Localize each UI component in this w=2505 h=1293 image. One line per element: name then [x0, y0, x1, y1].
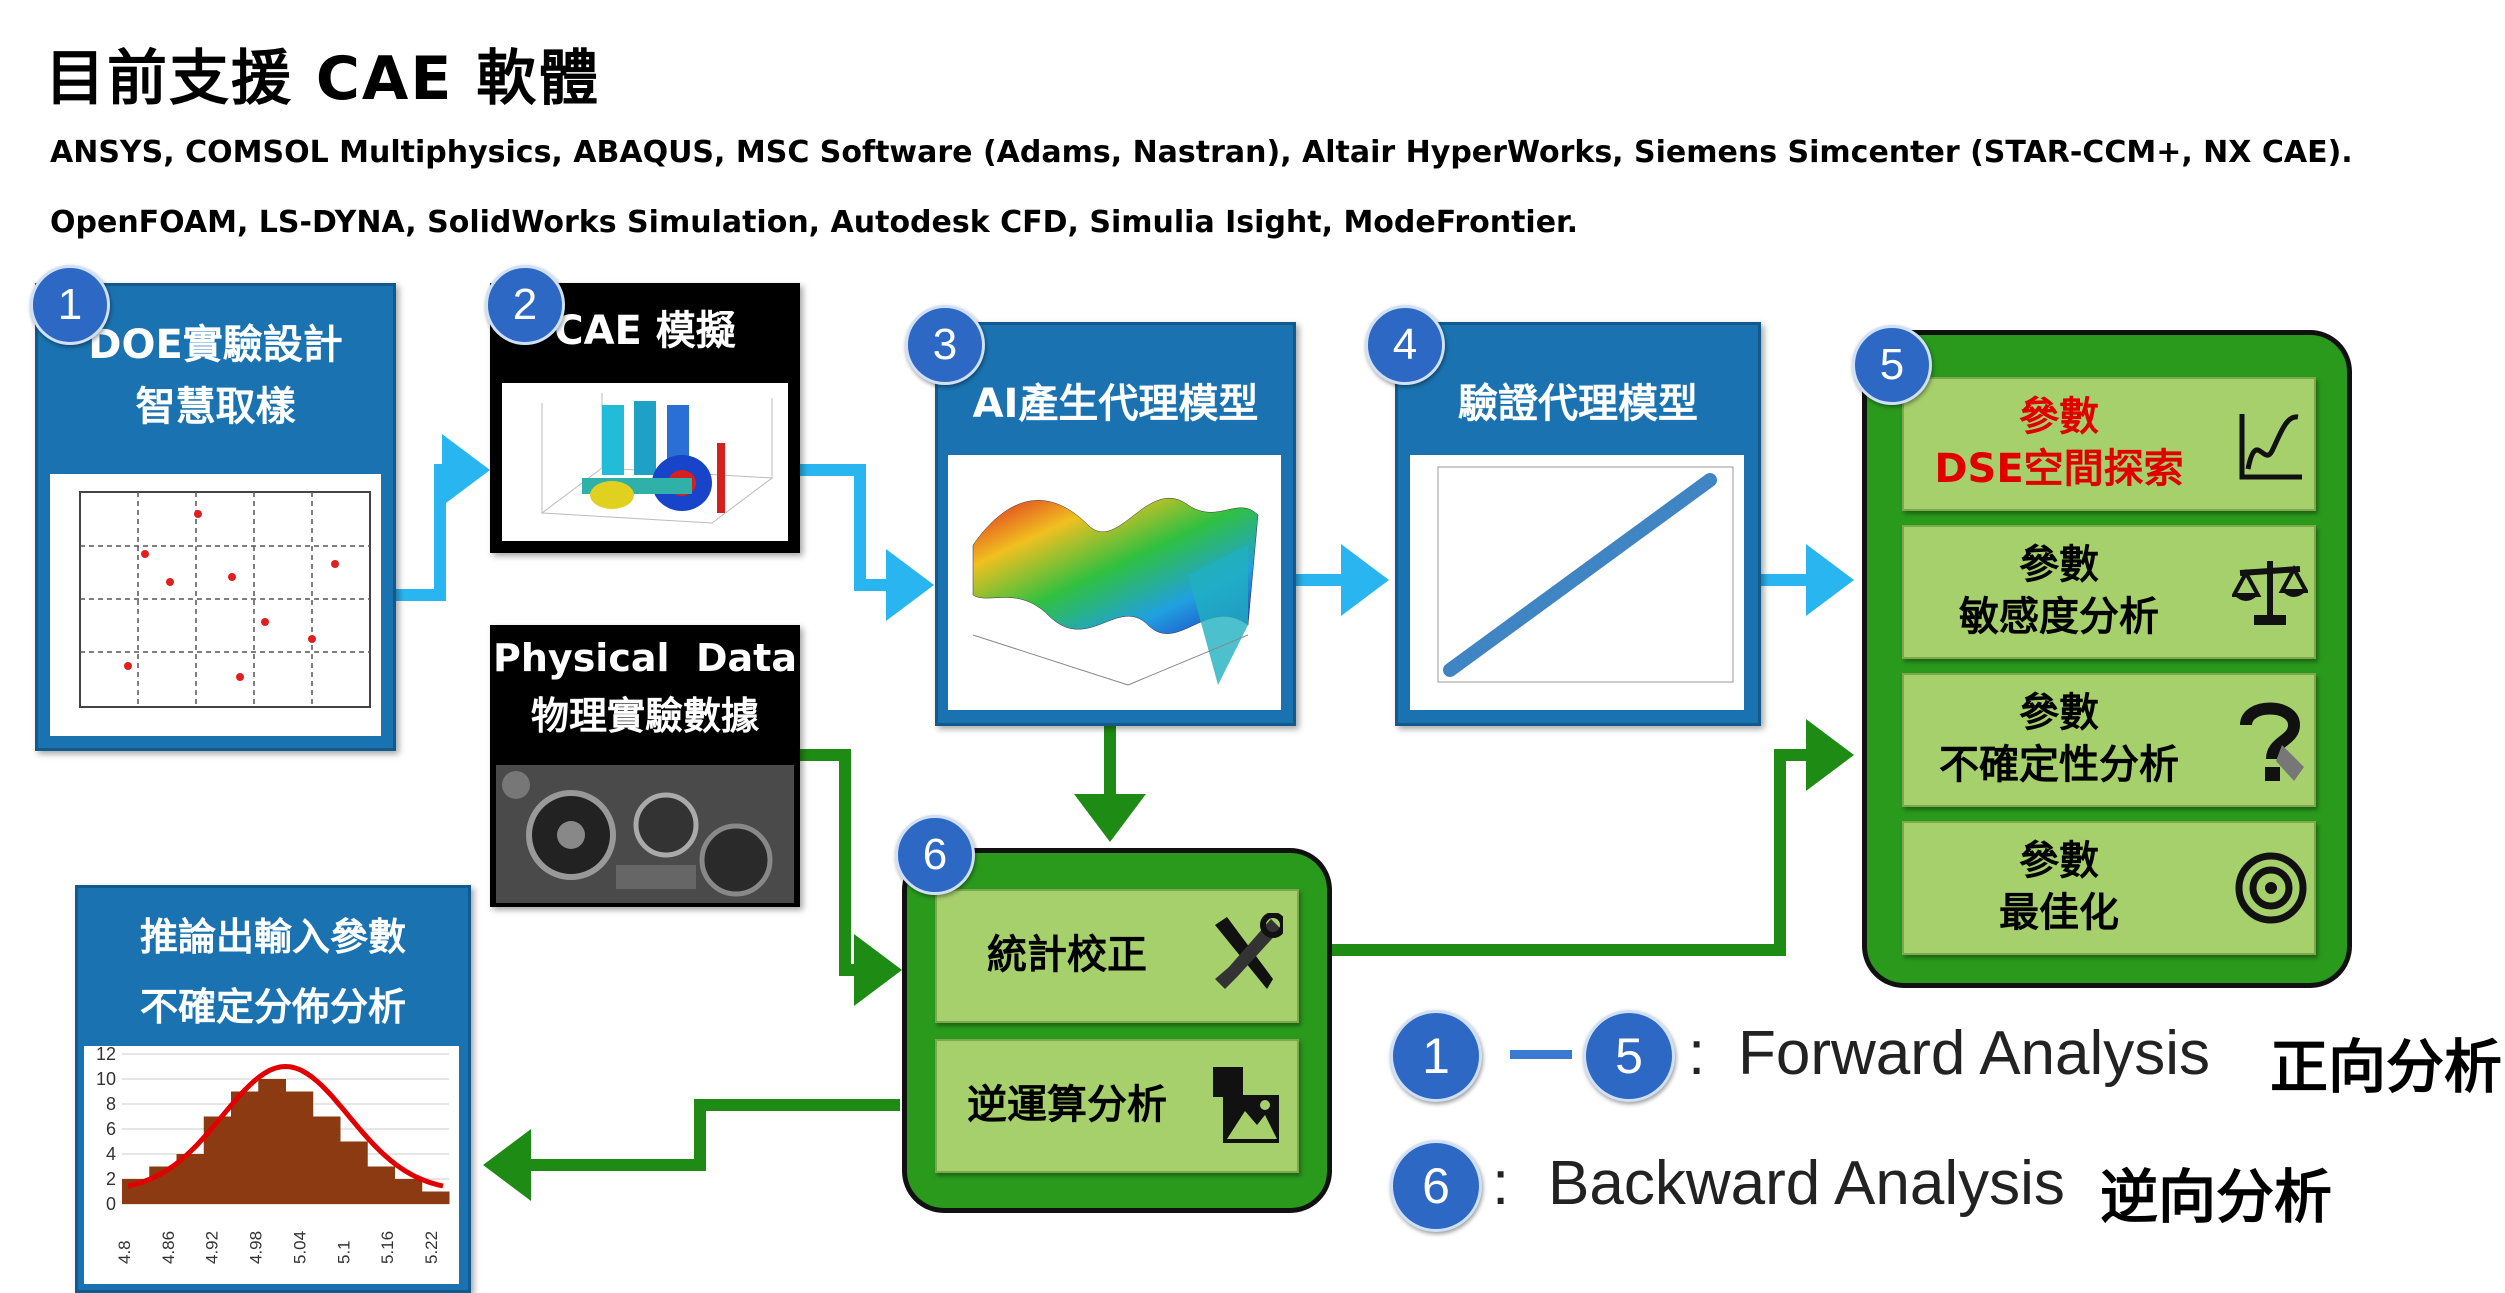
legend-backward-chinese: 逆向分析 — [2100, 1163, 2333, 1231]
histogram-y-tick: 2 — [106, 1169, 116, 1189]
histogram-y-tick: 0 — [106, 1194, 116, 1214]
step6-item2-label: 逆運算分析 — [967, 1082, 1167, 1128]
histogram-y-tick: 6 — [106, 1119, 116, 1139]
step4-validation-box: 驗證代理模型 — [1395, 322, 1761, 726]
step5-number-badge: 5 — [1852, 325, 1932, 405]
arrow-1-to-2 — [385, 434, 490, 601]
shapes-icon — [1213, 1067, 1279, 1143]
step2-label: CAE 模擬 — [554, 308, 736, 354]
physical-line1: Physical Data — [493, 636, 797, 680]
step6-item-calibration: 統計校正 — [935, 889, 1299, 1023]
validation-scatter-image — [1410, 455, 1744, 710]
step5-item1-line1: 參數 — [2019, 394, 2099, 440]
histogram-chart: 12 10 8 6 4 2 0 4.8 4.86 4.92 4.98 5.04 5.1 5.16 5.22 — [84, 1046, 459, 1284]
legend-backward-badge: 6 — [1390, 1140, 1482, 1232]
histogram-bar — [394, 1179, 423, 1204]
legend-forward-chinese: 正向分析 — [2270, 1033, 2503, 1101]
step5-item4-line2: 最佳化 — [1999, 890, 2119, 936]
histogram-x-tick: 4.8 — [115, 1240, 134, 1264]
arrow-6-to-inference — [483, 1099, 900, 1201]
histogram-x-tick: 4.86 — [159, 1231, 178, 1264]
step6-item-inverse: 逆運算分析 — [935, 1039, 1299, 1173]
arrow-2-to-3 — [795, 464, 934, 621]
question-mark-icon — [2240, 702, 2304, 781]
step4-label: 驗證代理模型 — [1458, 381, 1698, 427]
histogram-bar — [312, 1116, 341, 1204]
step5-item4-line1: 參數 — [2019, 838, 2099, 884]
tools-icon — [1215, 913, 1283, 989]
step3-number-badge: 3 — [905, 305, 985, 385]
inference-distribution-box: 推論出輸入參數 不確定分佈分析 12 10 8 6 4 2 0 4.8 4.86 4.92 4.9… — [75, 885, 471, 1293]
legend-forward-end-badge: 5 — [1583, 1010, 1675, 1102]
step5-item3-line2: 不確定性分析 — [1939, 742, 2179, 788]
step3-ai-surrogate-box: AI產生代理模型 — [935, 322, 1296, 726]
step5-item-uncertainty: 參數 不確定性分析 — [1902, 673, 2316, 807]
balance-scale-icon — [2232, 561, 2308, 625]
legend-backward-colon: : — [1492, 1149, 1510, 1218]
step5-item1-line2: DSE空間探索 — [1934, 446, 2184, 492]
legend-forward-english: Forward Analysis — [1738, 1019, 2211, 1088]
step5-item-optimization: 參數 最佳化 — [1902, 821, 2316, 955]
histogram-y-tick: 10 — [96, 1069, 116, 1089]
histogram-bar — [285, 1091, 314, 1204]
cae-simulation-image — [502, 383, 788, 541]
step1-line1: DOE實驗設計 — [88, 322, 343, 368]
arrow-6-to-5 — [1325, 719, 1854, 956]
inference-line2: 不確定分佈分析 — [139, 985, 406, 1029]
target-icon — [2235, 852, 2307, 924]
histogram-bar — [367, 1166, 395, 1204]
step1-line2: 智慧取樣 — [135, 384, 296, 430]
step6-number-badge: 6 — [895, 815, 975, 895]
histogram-x-tick: 4.92 — [203, 1231, 222, 1264]
physical-line2: 物理實驗數據 — [530, 694, 759, 738]
step5-item-sensitivity: 參數 敏感度分析 — [1902, 525, 2316, 659]
histogram-bar — [340, 1141, 368, 1204]
step3-label: AI產生代理模型 — [972, 381, 1259, 427]
legend-backward-english: Backward Analysis — [1548, 1149, 2065, 1218]
histogram-bar — [231, 1091, 259, 1204]
legend-forward-colon: : — [1688, 1019, 1706, 1088]
histogram-bar — [421, 1191, 450, 1204]
histogram-y-tick: 8 — [106, 1094, 116, 1114]
histogram-x-tick: 5.04 — [290, 1231, 309, 1264]
step5-item3-line1: 參數 — [2019, 690, 2099, 736]
arrow-physical-to-6 — [800, 749, 902, 1006]
page-title: 目前支援 CAE 軟體 — [45, 44, 601, 114]
step6-item1-label: 統計校正 — [987, 932, 1147, 978]
doe-scatter-image — [50, 474, 381, 736]
histogram-x-tick: 4.98 — [247, 1231, 266, 1264]
step1-number-badge: 1 — [30, 265, 110, 345]
step5-item2-line1: 參數 — [2019, 542, 2099, 588]
histogram-x-tick: 5.22 — [422, 1231, 441, 1264]
step6-backward-box: 統計校正 逆運算分析 — [902, 848, 1332, 1213]
histogram-y-tick: 4 — [106, 1144, 116, 1164]
histogram-bar — [258, 1079, 286, 1204]
inference-line1: 推論出輸入參數 — [139, 915, 406, 959]
step5-analysis-box: 參數 DSE空間探索 參數 敏感度分析 參數 不確定性分析 參數 — [1862, 330, 2352, 988]
line-chart-icon — [2239, 414, 2302, 480]
step5-item-dse: 參數 DSE空間探索 — [1902, 377, 2316, 511]
engine-photo — [496, 765, 794, 903]
step5-item2-line2: 敏感度分析 — [1959, 594, 2159, 640]
legend-forward-start-badge: 1 — [1390, 1010, 1482, 1102]
step1-doe-box: DOE實驗設計 智慧取樣 — [35, 283, 396, 751]
step2-number-badge: 2 — [485, 265, 565, 345]
physical-data-box: Physical Data 物理實驗數據 — [490, 625, 800, 907]
histogram-y-tick: 12 — [96, 1046, 116, 1064]
surrogate-surface-image — [948, 455, 1281, 710]
software-list-line1: ANSYS, COMSOL Multiphysics, ABAQUS, MSC … — [50, 135, 2353, 170]
histogram-x-tick: 5.16 — [378, 1231, 397, 1264]
software-list-line2: OpenFOAM, LS-DYNA, SolidWorks Simulation… — [50, 205, 1578, 240]
step4-number-badge: 4 — [1365, 305, 1445, 385]
histogram-x-tick: 5.1 — [334, 1240, 353, 1264]
legend-range-dash — [1510, 1050, 1572, 1059]
step2-cae-box: CAE 模擬 — [490, 283, 800, 553]
